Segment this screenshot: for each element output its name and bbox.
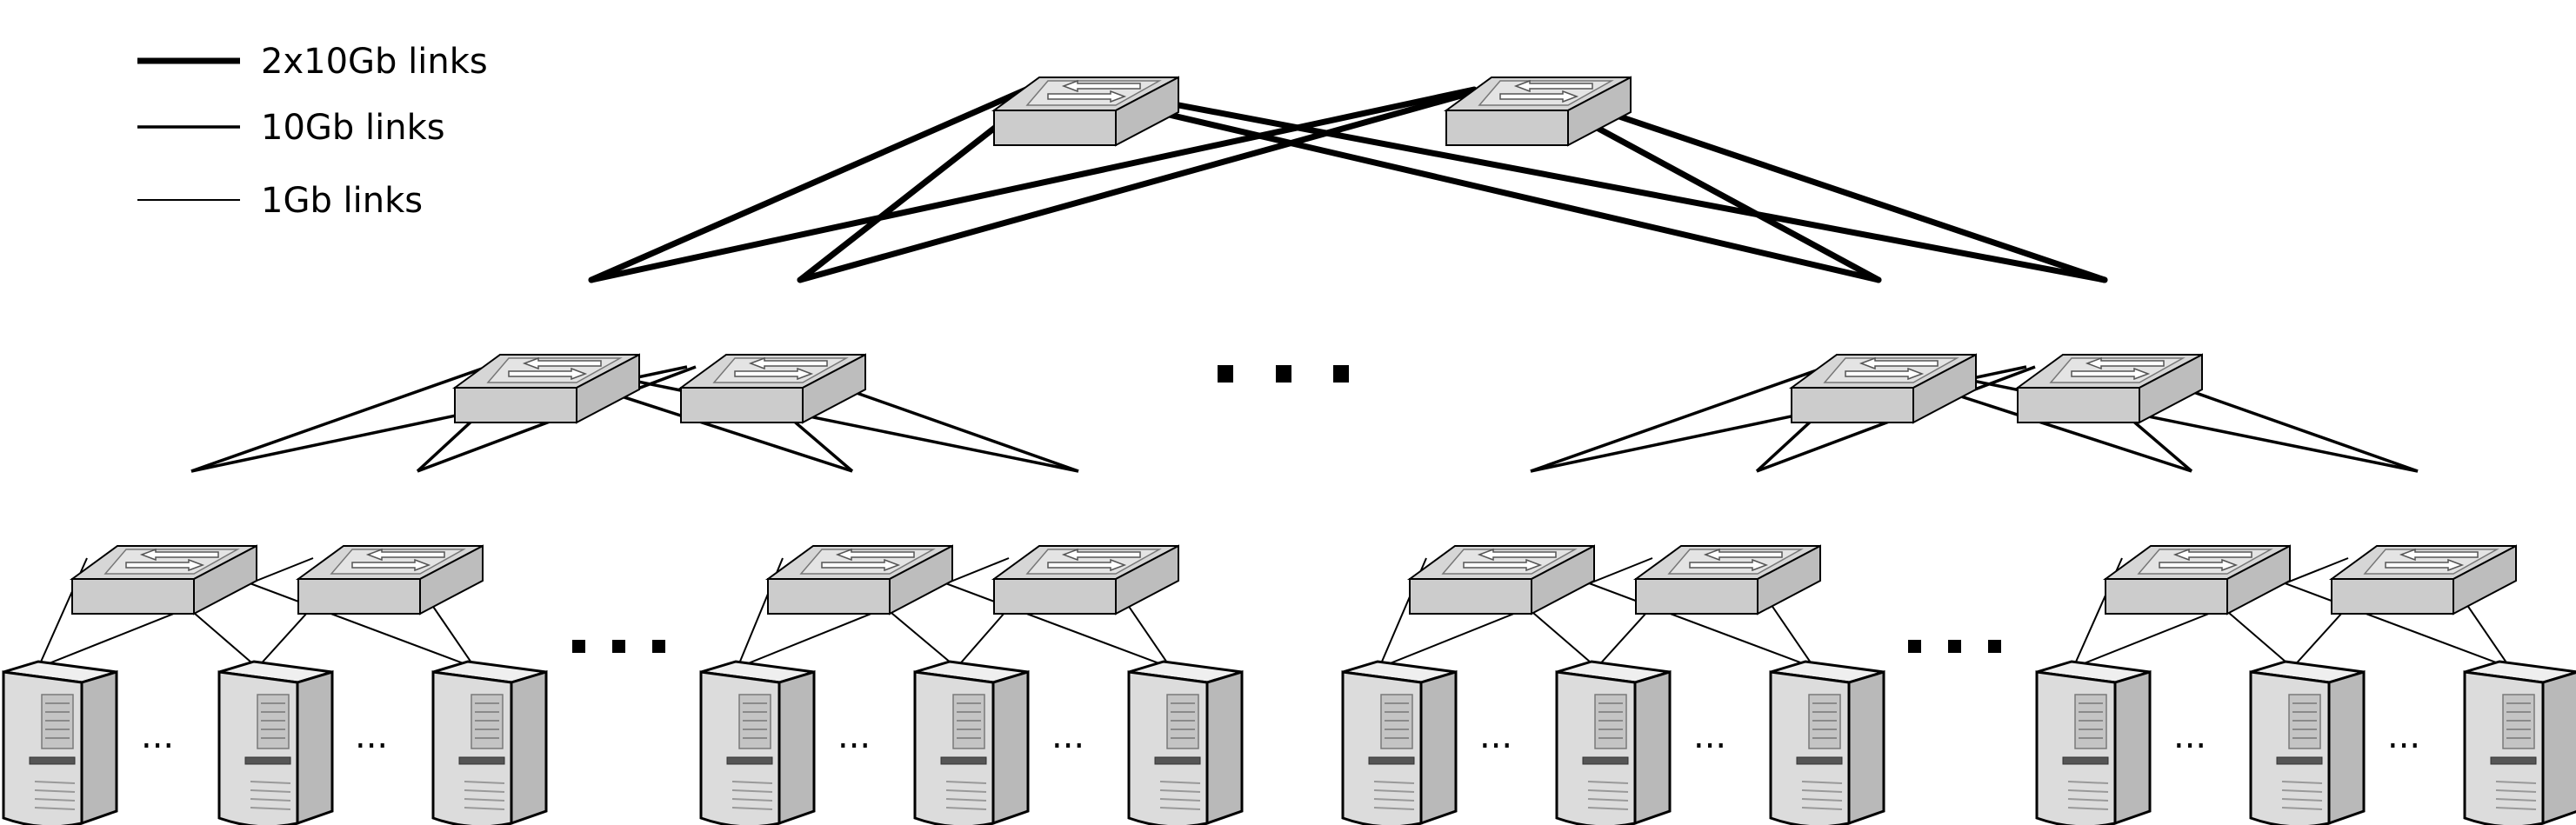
network-switch-icon — [1791, 354, 1977, 423]
network-switch-icon — [2331, 545, 2517, 615]
tower-server-icon — [1769, 660, 1885, 825]
server-gap-ellipsis: ... — [2173, 716, 2206, 756]
link-2x10gb — [1536, 86, 2108, 283]
link-10gb — [190, 365, 488, 473]
network-switch-icon — [2105, 545, 2291, 615]
server-ellipsis-right — [1908, 640, 2001, 653]
tower-server-icon — [2249, 660, 2366, 825]
server-gap-ellipsis: ... — [141, 716, 174, 756]
link-2x10gb — [1092, 86, 2108, 283]
network-switch-icon — [993, 545, 1179, 615]
tower-server-icon — [1127, 660, 1244, 825]
ellipsis-markers: ... ... ... ... ... ... ... ... — [141, 365, 2420, 756]
tower-server-icon — [913, 660, 1030, 825]
network-switch-icon — [767, 545, 953, 615]
tower-server-icon — [1555, 660, 1672, 825]
tower-server-icon — [2463, 660, 2576, 825]
server-ellipsis-left — [572, 640, 665, 653]
link-2x10gb — [588, 86, 1478, 283]
network-switch-icon — [1409, 545, 1595, 615]
server-gap-ellipsis: ... — [1479, 716, 1512, 756]
network-switch-icon — [993, 77, 1179, 146]
legend-label-2x10gb: 2x10Gb links — [261, 42, 488, 82]
tower-server-icon — [431, 660, 548, 825]
link-10gb — [1530, 365, 1827, 473]
tower-server-icon — [217, 660, 334, 825]
tower-server-icon — [2035, 660, 2152, 825]
aggregation-ellipsis — [1218, 365, 1349, 383]
link-2x10gb — [797, 86, 1486, 283]
legend-label-10gb: 10Gb links — [261, 108, 445, 148]
network-switch-icon — [2017, 354, 2203, 423]
server-gap-ellipsis: ... — [1693, 716, 1726, 756]
tower-server-icon — [699, 660, 816, 825]
legend: 2x10Gb links 10Gb links 1Gb links — [137, 42, 488, 221]
network-switch-icon — [680, 354, 866, 423]
aggregation-layer — [454, 354, 2203, 423]
network-switch-icon — [297, 545, 484, 615]
legend-label-1gb: 1Gb links — [261, 181, 423, 221]
server-gap-ellipsis: ... — [2387, 716, 2420, 756]
core-aggregation-links — [588, 86, 2108, 283]
link-2x10gb — [588, 86, 1030, 283]
server-gap-ellipsis: ... — [1051, 716, 1084, 756]
server-gap-ellipsis: ... — [838, 716, 871, 756]
server-gap-ellipsis: ... — [355, 716, 388, 756]
tower-server-icon — [1341, 660, 1458, 825]
edge-layer — [71, 545, 2517, 615]
link-2x10gb — [1058, 86, 1882, 283]
network-switch-icon — [454, 354, 640, 423]
network-switch-icon — [1635, 545, 1821, 615]
tower-server-icon — [2, 660, 118, 825]
network-switch-icon — [71, 545, 257, 615]
